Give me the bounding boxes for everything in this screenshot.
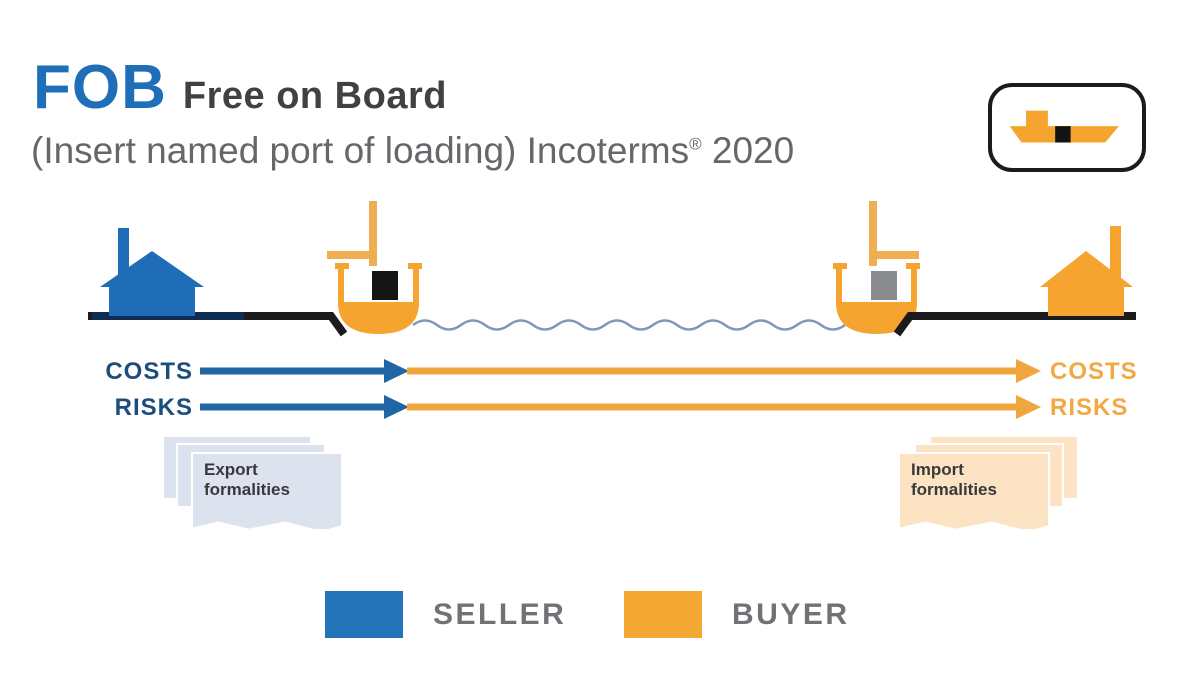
buyer-color-swatch [624, 591, 702, 638]
document-icon: Export formalities [191, 452, 343, 531]
buyer-label: BUYER [732, 597, 850, 631]
subtitle-year: 2020 [701, 130, 795, 171]
seller-label: SELLER [433, 597, 567, 631]
buyer-warehouse-icon [1040, 226, 1133, 316]
import-formalities-label: Import formalities [911, 460, 997, 500]
costs-label-buyer: COSTS [1050, 358, 1138, 385]
destination-ship-with-crane-icon [833, 201, 920, 335]
costs-label-seller: COSTS [105, 358, 193, 385]
seller-quay-line [88, 312, 348, 337]
origin-ship-with-crane-icon [327, 201, 422, 335]
cargo-ship-icon [1009, 110, 1119, 143]
risks-arrow-buyer [407, 395, 1041, 419]
costs-arrow-buyer [407, 359, 1041, 383]
subtitle-text: (Insert named port of loading) Incoterms [31, 130, 690, 171]
import-formalities-documents: Import formalities [894, 435, 1084, 535]
export-formalities-label: Export formalities [204, 460, 290, 500]
registered-trademark-symbol: ® [689, 134, 702, 154]
incoterm-name: Free on Board [182, 75, 447, 117]
page-title: FOB Free on Board [33, 52, 447, 123]
legend-seller: SELLER [325, 591, 566, 638]
subtitle: (Insert named port of loading) Incoterms… [31, 130, 794, 172]
risks-label-buyer: RISKS [1050, 394, 1129, 421]
document-icon: Import formalities [898, 452, 1050, 531]
seller-color-swatch [325, 591, 403, 638]
risks-arrow-seller [200, 395, 409, 419]
legend-buyer: BUYER [624, 591, 850, 638]
buyer-quay-line [893, 312, 1136, 337]
ship-badge [988, 83, 1146, 172]
export-formalities-documents: Export formalities [160, 435, 350, 535]
risks-label-seller: RISKS [114, 394, 193, 421]
incoterm-abbreviation: FOB [33, 53, 167, 122]
seller-factory-icon [100, 228, 204, 316]
costs-arrow-seller [200, 359, 409, 383]
sea-wave-line [412, 319, 846, 331]
